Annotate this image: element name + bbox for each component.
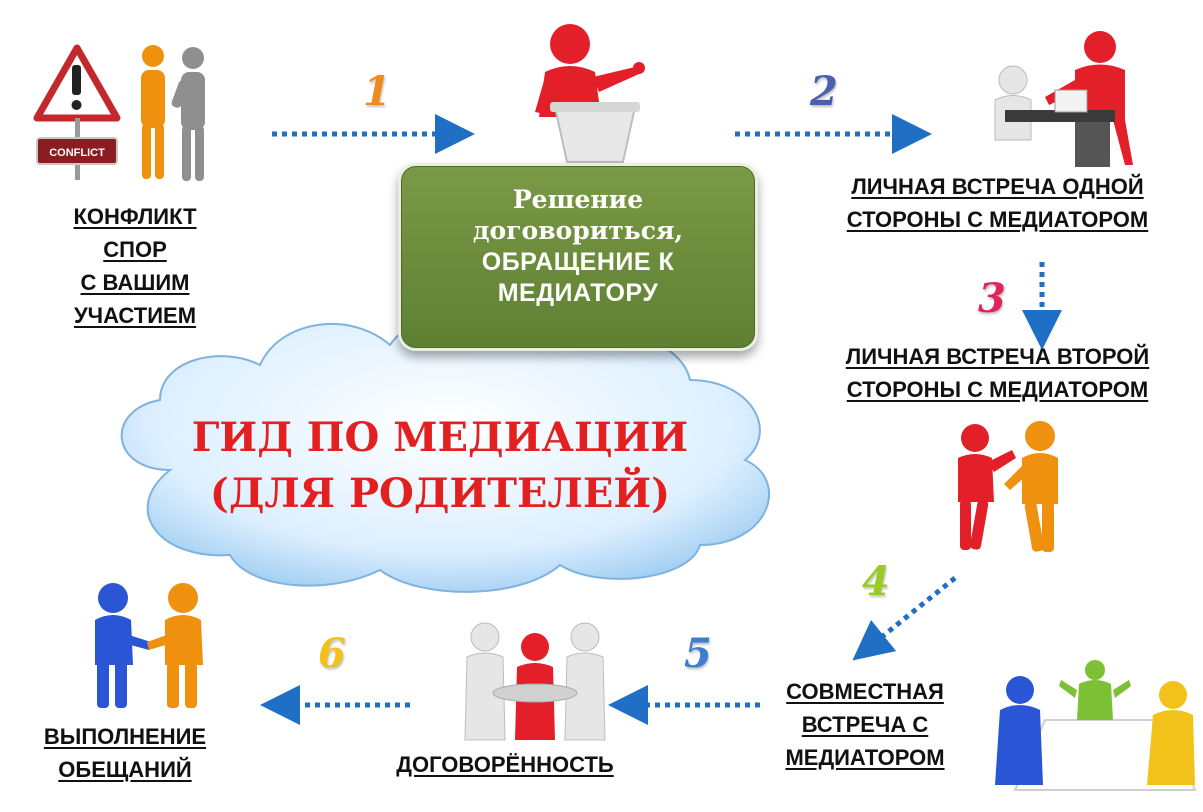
speaker-podium-illustration — [535, 24, 645, 163]
guide-title-line2: (ДЛЯ РОДИТЕЛЕЙ) — [209, 470, 671, 517]
orange-person-icon — [147, 583, 203, 708]
meeting-two-label: ЛИЧНАЯ ВСТРЕЧА ВТОРОЙ СТОРОНЫ С МЕДИАТОР… — [845, 344, 1150, 402]
fulfilment-label: ВЫПОЛНЕНИЕ ОБЕЩАНИЙ — [43, 724, 207, 782]
orange-person-icon — [141, 45, 165, 179]
conflict-sign-text: CONFLICT — [49, 147, 105, 159]
decision-box: Решение договориться, ОБРАЩЕНИЕ К МЕДИАТ… — [398, 163, 758, 351]
agreement-label: ДОГОВОРЁННОСТЬ — [396, 752, 614, 777]
arrow-4 — [852, 576, 957, 661]
handshake-illustration — [95, 583, 203, 708]
step-number-4: 4 — [862, 558, 890, 605]
desk-icon — [1005, 110, 1115, 122]
step-number-6: 6 — [318, 630, 346, 677]
joint-meeting-label: СОВМЕСТНАЯ ВСТРЕЧА С МЕДИАТОРОМ — [785, 679, 945, 770]
green-person-icon — [1059, 660, 1131, 720]
red-person-icon — [958, 424, 1016, 550]
decision-line3: ОБРАЩЕНИЕ К — [481, 247, 675, 276]
guide-title: ГИД ПО МЕДИАЦИИ (ДЛЯ РОДИТЕЛЕЙ) — [160, 410, 720, 522]
step-number-3: 3 — [978, 275, 1006, 322]
white-person-icon — [994, 65, 1032, 141]
white-person-right-icon — [564, 622, 606, 741]
white-person-left-icon — [464, 622, 506, 741]
orange-person-icon — [1004, 421, 1058, 552]
agreement-illustration — [464, 622, 606, 741]
guide-title-line1: ГИД ПО МЕДИАЦИИ — [191, 414, 689, 461]
conflict-label: КОНФЛИКТ СПОР С ВАШИМ УЧАСТИЕМ — [73, 204, 197, 328]
yellow-person-icon — [1147, 681, 1195, 785]
desk-meeting-illustration — [994, 31, 1133, 167]
podium-icon — [553, 106, 637, 163]
grey-person-icon — [171, 47, 205, 181]
blue-person-icon — [95, 583, 151, 708]
blue-person-icon — [995, 676, 1043, 785]
decision-line2: договориться, — [472, 216, 684, 246]
decision-line4: МЕДИАТОРУ — [497, 278, 659, 307]
two-persons-talking-illustration — [958, 421, 1058, 552]
step-number-1: 1 — [363, 68, 391, 115]
joint-meeting-illustration — [995, 660, 1197, 791]
decision-line1: Решение — [512, 185, 644, 214]
meeting-one-label: ЛИЧНАЯ ВСТРЕЧА ОДНОЙ СТОРОНЫ С МЕДИАТОРО… — [846, 174, 1149, 232]
step-number-2: 2 — [810, 68, 838, 115]
conflict-illustration: CONFLICT — [33, 44, 205, 181]
joined-hands-icon — [492, 683, 578, 703]
step-number-5: 5 — [684, 630, 712, 677]
